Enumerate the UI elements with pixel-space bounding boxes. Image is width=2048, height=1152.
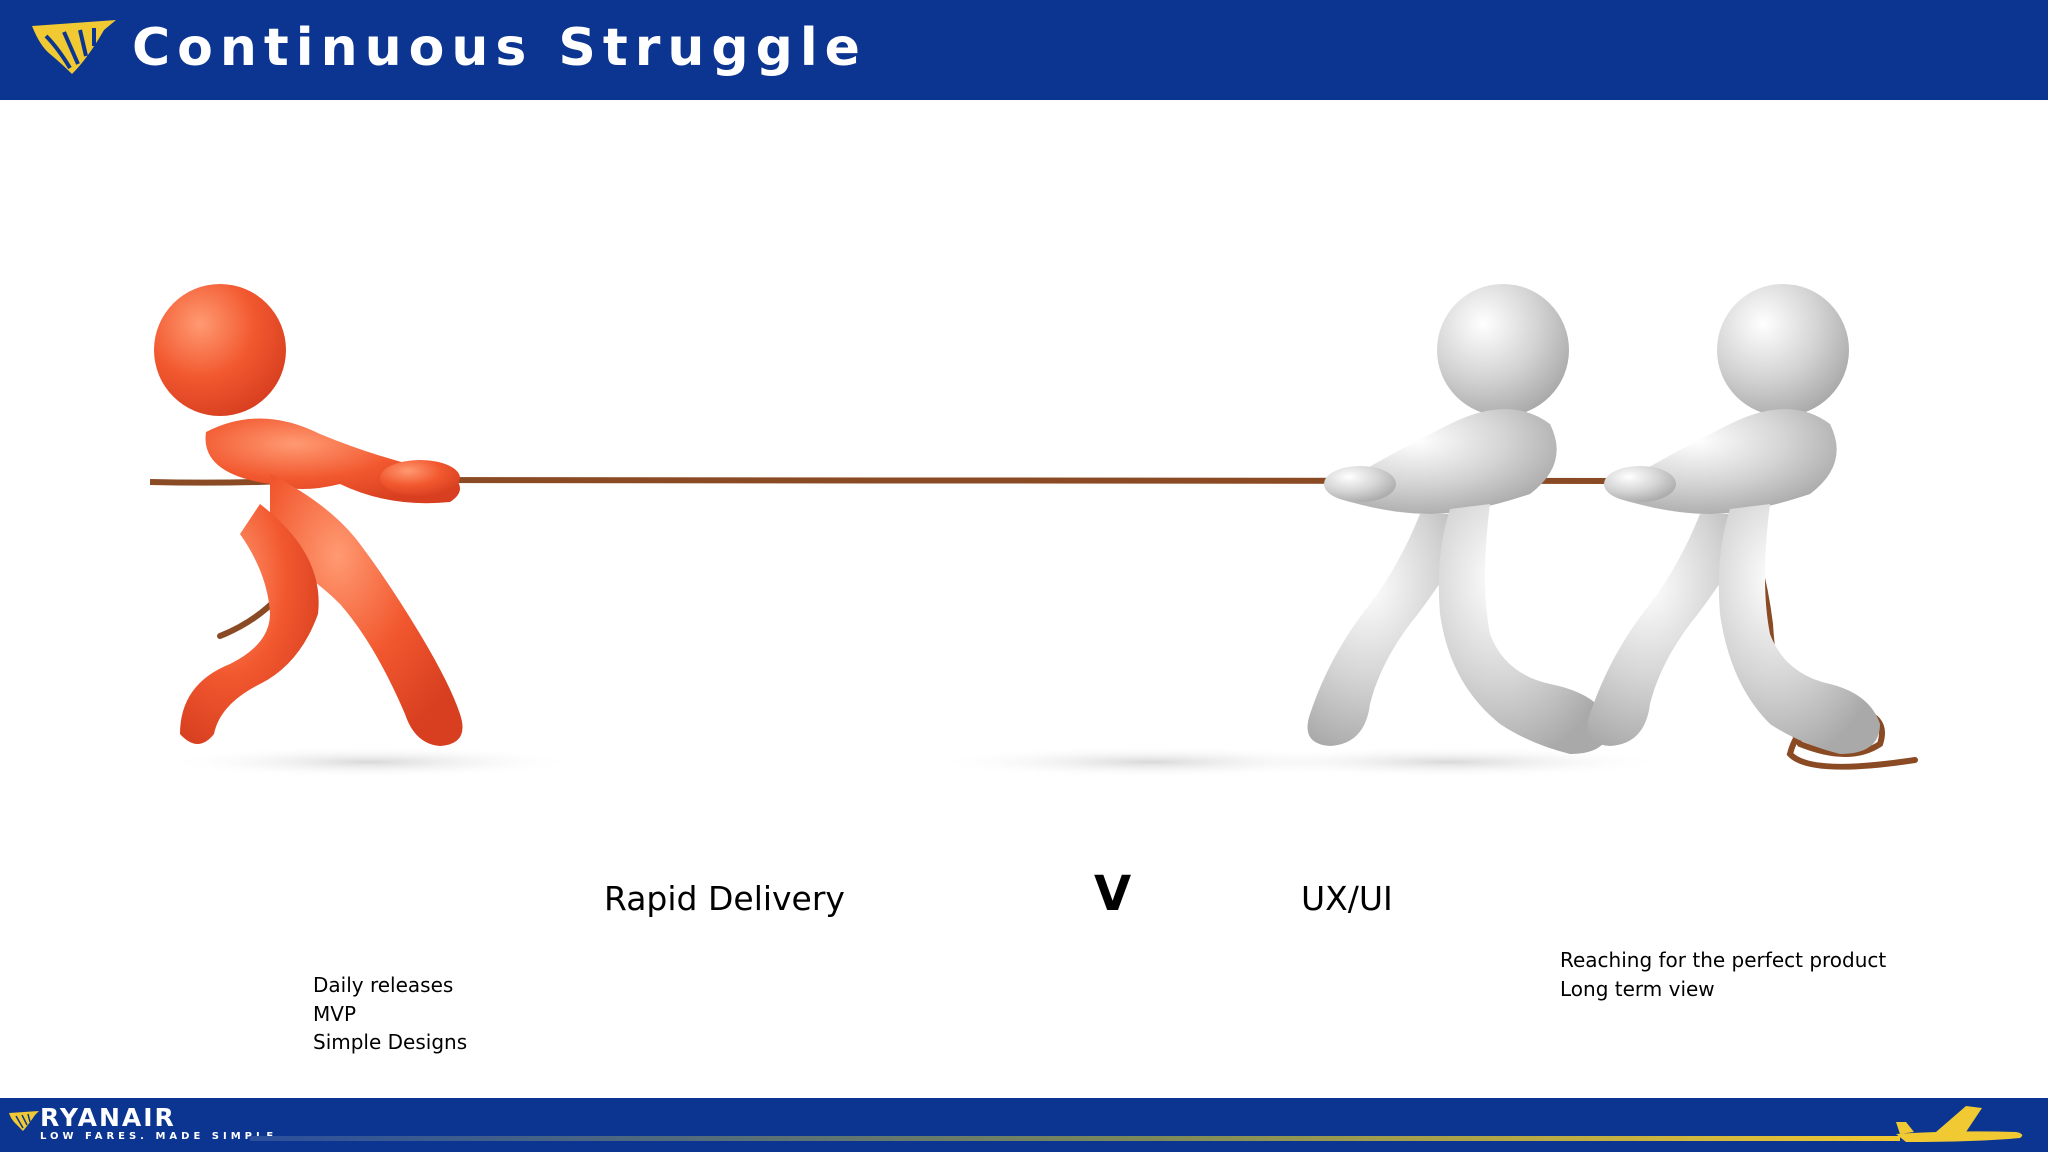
slide-header: Continuous Struggle <box>0 0 2048 100</box>
slide-title: Continuous Struggle <box>132 18 867 78</box>
note-item: Long term view <box>1560 976 1715 1001</box>
brand-tagline: LOW FARES. MADE SIMPLE. <box>40 1131 285 1142</box>
note-item: MVP <box>313 1001 356 1026</box>
right-figure <box>1587 284 1880 754</box>
note-item: Reaching for the perfect product <box>1560 948 1887 972</box>
note-item: Daily releases <box>313 973 454 997</box>
note-item: Simple Designs <box>313 1030 468 1054</box>
ryanair-harp-icon <box>9 1111 39 1131</box>
ux-ui-label: UX/UI <box>1301 879 1393 918</box>
middle-figure <box>1307 284 1610 754</box>
rapid-delivery-notes: Daily releases MVP Simple Designs <box>313 971 467 1057</box>
tug-of-war-illustration <box>150 284 1918 778</box>
ryanair-harp-icon <box>32 20 116 74</box>
left-figure <box>154 284 463 746</box>
slide-footer: RYANAIR LOW FARES. MADE SIMPLE. <box>0 1098 2048 1152</box>
versus-label: V <box>1094 866 1132 922</box>
footer-divider <box>250 1136 1900 1141</box>
plane-icon <box>1896 1106 2023 1142</box>
brand-name: RYANAIR <box>40 1103 176 1132</box>
rapid-delivery-label: Rapid Delivery <box>604 879 845 918</box>
ux-ui-notes: Reaching for the perfect product Long te… <box>1560 946 1886 1003</box>
